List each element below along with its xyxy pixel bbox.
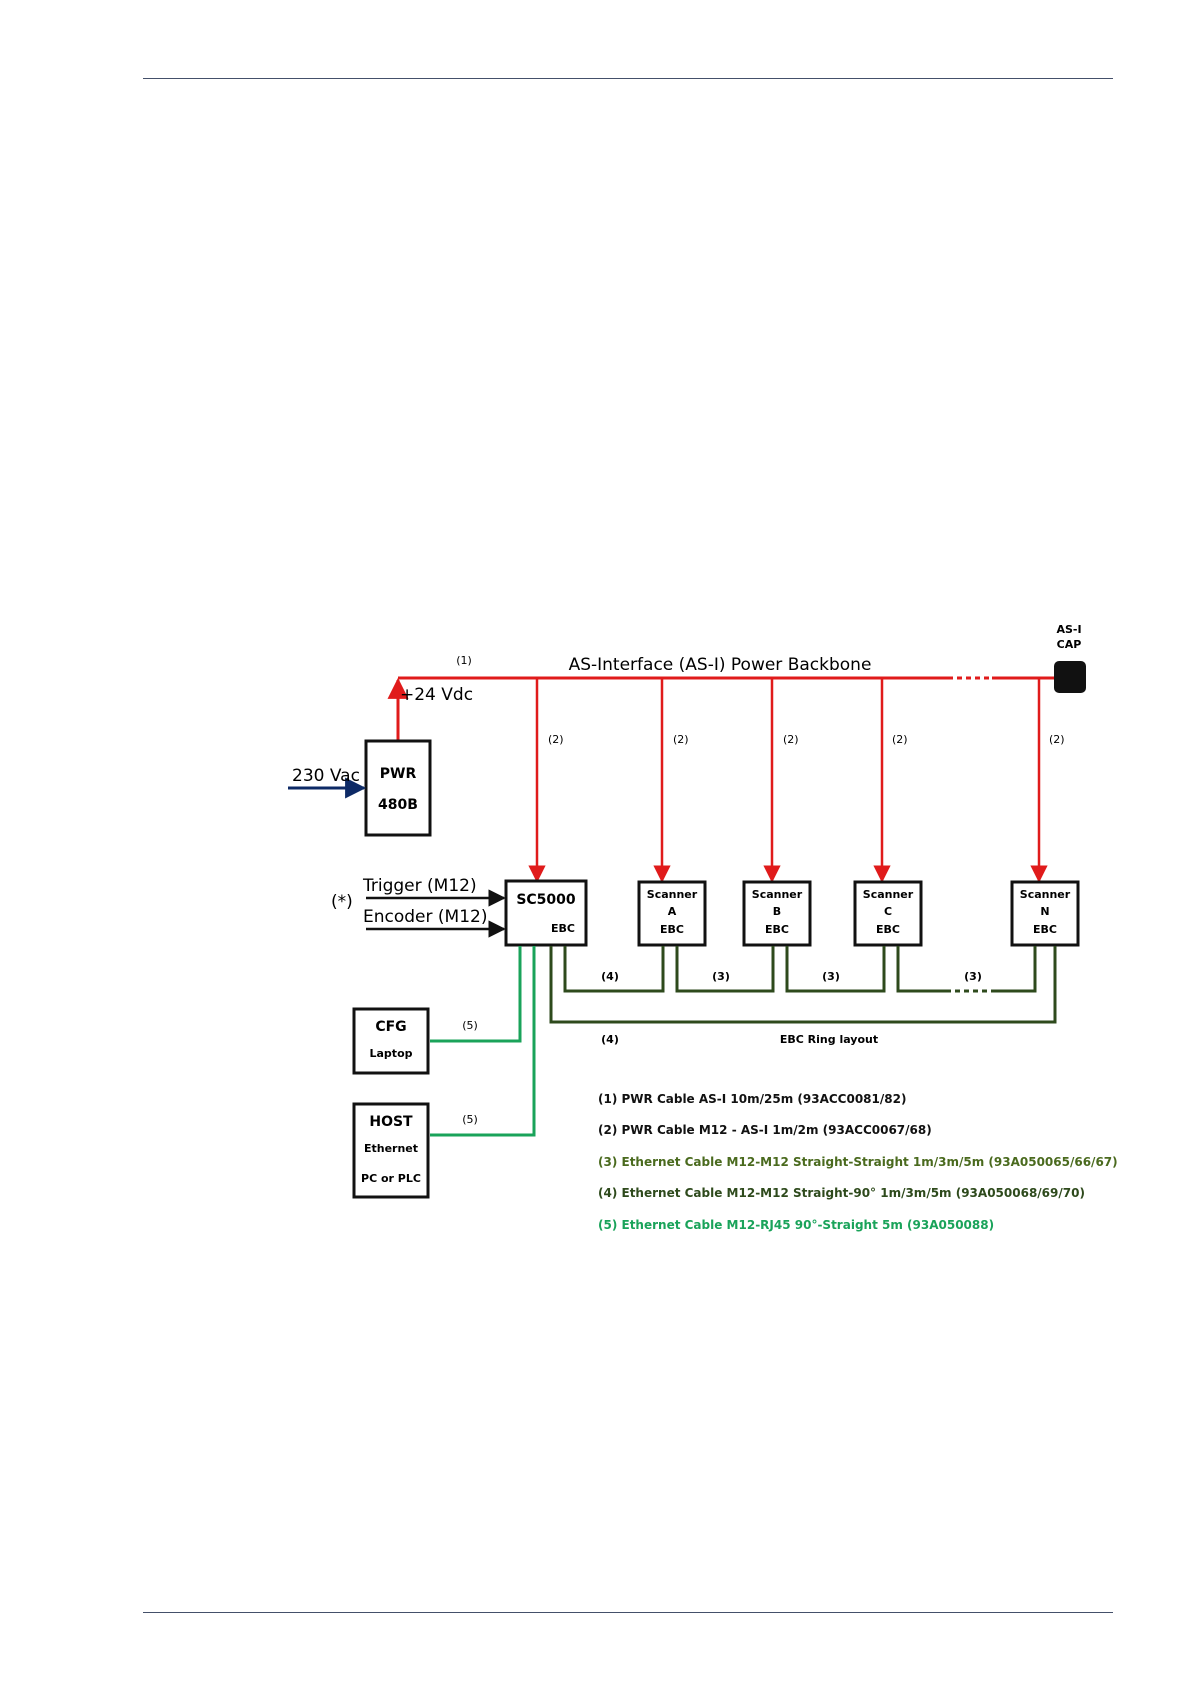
- cfg-link-tag: (5): [462, 1019, 478, 1032]
- ring-tag-3-ab: (3): [712, 970, 730, 983]
- asi-cap-block: [1054, 661, 1086, 693]
- drop-tag-b: (2): [783, 733, 799, 746]
- ring-segment-sc-a: [563, 946, 665, 993]
- scanner-n-sub: EBC: [1033, 923, 1057, 936]
- legend-3: (3) Ethernet Cable M12-M12 Straight-Stra…: [598, 1155, 1118, 1169]
- drop-tags: (2) (2) (2) (2) (2): [548, 733, 1065, 746]
- ring-tag-3-cn: (3): [964, 970, 982, 983]
- scanner-b-id: B: [773, 905, 781, 918]
- footer-rule: [143, 1612, 1113, 1613]
- cfg-laptop-box: [352, 1007, 430, 1075]
- scanner-n-box: [1010, 880, 1080, 947]
- ring-tags: (4) (3) (3) (3) (4) EBC Ring layout: [601, 970, 982, 1046]
- legend-2: (2) PWR Cable M12 - AS-I 1m/2m (93ACC006…: [598, 1123, 932, 1137]
- host-line1: HOST: [369, 1114, 413, 1130]
- ring-segment-dash-end-n: [994, 946, 1037, 993]
- scanner-b: Scanner B EBC: [742, 880, 812, 947]
- pwr-480b-box: [364, 739, 432, 837]
- pwr-line1: PWR: [380, 766, 417, 782]
- drop-tag-a: (2): [673, 733, 689, 746]
- cfg-line2: Laptop: [370, 1047, 413, 1060]
- asterisk-label: (*): [331, 892, 353, 912]
- scanner-b-sub: EBC: [765, 923, 789, 936]
- host-link-tag: (5): [462, 1113, 478, 1126]
- scanner-a-id: A: [668, 905, 677, 918]
- host-line2: Ethernet: [364, 1142, 418, 1155]
- host-link: [430, 946, 536, 1137]
- host-box: [352, 1102, 430, 1199]
- ring-segment-c-dash-start: [896, 946, 946, 993]
- sc5000-title: SC5000: [516, 892, 576, 908]
- scanner-a: Scanner A EBC: [637, 880, 707, 947]
- power-drops: [528, 678, 1048, 883]
- scanner-a-sub: EBC: [660, 923, 684, 936]
- scanner-c-id: C: [884, 905, 892, 918]
- drop-tag-c: (2): [892, 733, 908, 746]
- ring-segment-a-b: [675, 946, 775, 993]
- legend-1: (1) PWR Cable AS-I 10m/25m (93ACC0081/82…: [598, 1092, 906, 1106]
- scanner-c-sub: EBC: [876, 923, 900, 936]
- vac230-label: 230 Vac: [292, 766, 360, 786]
- scanner-n: Scanner N EBC: [1010, 880, 1080, 947]
- scanner-b-title: Scanner: [752, 888, 803, 901]
- cfg-line1: CFG: [375, 1019, 406, 1035]
- encoder-label: Encoder (M12): [363, 907, 487, 927]
- legend-4: (4) Ethernet Cable M12-M12 Straight-90° …: [598, 1186, 1085, 1200]
- backbone-label: AS-Interface (AS-I) Power Backbone: [569, 655, 872, 675]
- cfg-link: [430, 946, 522, 1043]
- header-rule: [143, 78, 1113, 79]
- scanner-n-id: N: [1040, 905, 1049, 918]
- pwr-line2: 480B: [378, 797, 418, 813]
- ring-tag-4: (4): [601, 970, 619, 983]
- scanner-b-box: [742, 880, 812, 947]
- host-line3: PC or PLC: [361, 1172, 421, 1185]
- sc5000-box: [504, 879, 588, 947]
- asi-cap-label-2: CAP: [1057, 638, 1082, 651]
- scanner-c: Scanner C EBC: [853, 880, 923, 947]
- backbone-cable-tag: (1): [456, 654, 472, 667]
- plus24-label: +24 Vdc: [400, 685, 473, 705]
- scanner-a-title: Scanner: [647, 888, 698, 901]
- scanner-c-title: Scanner: [863, 888, 914, 901]
- asi-cap-label-1: AS-I: [1056, 623, 1081, 636]
- ring-tag-3-bc: (3): [822, 970, 840, 983]
- trigger-label: Trigger (M12): [362, 876, 477, 896]
- ring-segment-b-c: [785, 946, 886, 993]
- ethernet-links: [430, 946, 536, 1137]
- ring-layout-label: EBC Ring layout: [780, 1033, 878, 1046]
- scanner-c-box: [853, 880, 923, 947]
- legend-5: (5) Ethernet Cable M12-RJ45 90°-Straight…: [598, 1218, 994, 1232]
- ebc-ring: [549, 946, 1057, 1024]
- cable-legend: (1) PWR Cable AS-I 10m/25m (93ACC0081/82…: [598, 1092, 1118, 1232]
- drop-tag-sc5000: (2): [548, 733, 564, 746]
- scanner-n-title: Scanner: [1020, 888, 1071, 901]
- ring-return-n-sc: [549, 946, 1057, 1024]
- ring-tag-4-bottom: (4): [601, 1033, 619, 1046]
- scanner-a-box: [637, 880, 707, 947]
- drop-tag-n: (2): [1049, 733, 1065, 746]
- sc5000-sub: EBC: [551, 922, 575, 935]
